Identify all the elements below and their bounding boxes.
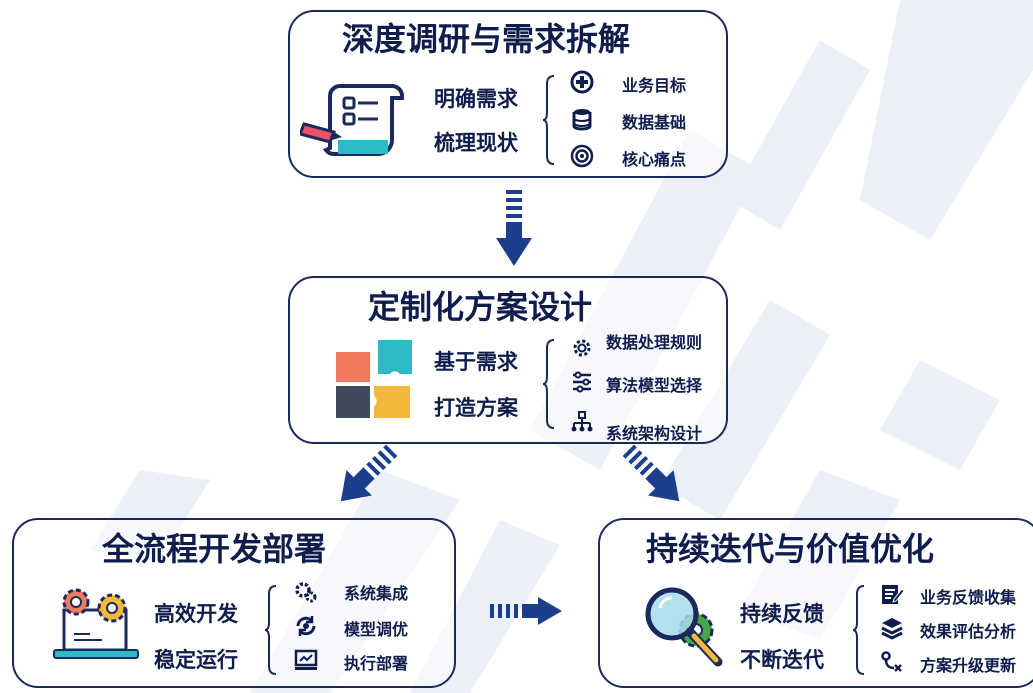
step-deploy-item-2: 模型调优 bbox=[344, 620, 409, 639]
step-deploy-label-1: 高效开发 bbox=[154, 602, 238, 626]
monitor-chart-icon bbox=[294, 648, 318, 672]
gear-icon bbox=[570, 336, 594, 360]
step-research-label-1: 明确需求 bbox=[434, 87, 518, 111]
arrow-down bbox=[496, 190, 532, 266]
route-icon bbox=[880, 650, 904, 674]
left-brace bbox=[264, 585, 277, 675]
step-optimize-title: 持续迭代与价值优化 bbox=[646, 530, 935, 568]
step-design-item-3: 系统架构设计 bbox=[606, 424, 703, 443]
step-deploy-item-1: 系统集成 bbox=[344, 584, 409, 603]
step-research-item-2: 数据基础 bbox=[622, 113, 687, 132]
step-research-label-2: 梳理现状 bbox=[434, 131, 518, 155]
step-design-item-1: 数据处理规则 bbox=[606, 333, 703, 352]
step-optimize-label-1: 持续反馈 bbox=[740, 602, 824, 626]
puzzle-icon bbox=[334, 338, 416, 420]
left-brace bbox=[542, 75, 555, 165]
magnifier-gear-icon bbox=[642, 584, 728, 668]
step-design-item-2: 算法模型选择 bbox=[606, 376, 703, 395]
step-deploy-item-3: 执行部署 bbox=[344, 654, 409, 673]
refresh-gear-icon bbox=[294, 614, 318, 638]
step-research-title: 深度调研与需求拆解 bbox=[342, 20, 631, 58]
target-icon bbox=[570, 144, 594, 168]
layers-icon bbox=[880, 616, 904, 640]
database-icon bbox=[570, 107, 594, 131]
step-research-item-3: 核心痛点 bbox=[622, 150, 687, 169]
step-design-title: 定制化方案设计 bbox=[368, 288, 593, 326]
gears-icon bbox=[294, 580, 318, 604]
left-brace bbox=[852, 585, 865, 675]
edit-note-icon bbox=[880, 582, 904, 606]
step-design-label-1: 基于需求 bbox=[434, 350, 518, 374]
step-optimize-item-1: 业务反馈收集 bbox=[920, 588, 1017, 607]
document-edit-icon bbox=[300, 80, 412, 160]
step-deploy-label-2: 稳定运行 bbox=[154, 648, 238, 672]
step-optimize-item-2: 效果评估分析 bbox=[920, 622, 1017, 641]
hierarchy-icon bbox=[570, 410, 594, 434]
arrow-down-left bbox=[340, 444, 398, 502]
plus-circle-icon bbox=[570, 70, 594, 94]
step-optimize-label-2: 不断迭代 bbox=[740, 648, 824, 672]
laptop-gears-icon bbox=[50, 584, 142, 668]
left-brace bbox=[542, 339, 555, 429]
step-optimize-item-3: 方案升级更新 bbox=[920, 656, 1017, 675]
arrow-right bbox=[490, 597, 562, 625]
sliders-icon bbox=[570, 370, 594, 394]
step-research-box bbox=[288, 10, 728, 178]
step-design-label-2: 打造方案 bbox=[434, 396, 518, 420]
step-research-item-1: 业务目标 bbox=[622, 76, 687, 95]
step-deploy-title: 全流程开发部署 bbox=[102, 530, 327, 568]
arrow-down-right bbox=[622, 444, 680, 502]
